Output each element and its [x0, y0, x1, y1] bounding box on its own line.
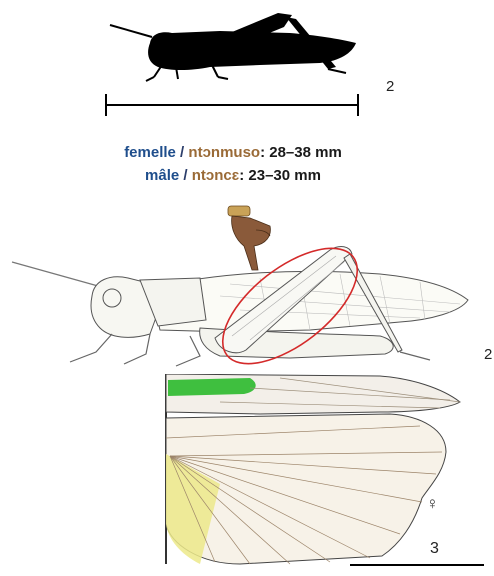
female-size-value: : 28–38 mm: [260, 144, 342, 161]
male-label-bm: ntɔncɛ: [192, 167, 239, 184]
male-size-value: : 23–30 mm: [239, 167, 321, 184]
figure-label: 2: [386, 78, 394, 95]
female-label-bm: ntɔnmuso: [188, 144, 260, 161]
pointing-hand-icon: [228, 206, 270, 270]
female-size-line: femelle / ntɔnmuso: 28–38 mm: [33, 144, 433, 161]
grasshopper-drawing: [0, 200, 494, 372]
separator: /: [179, 167, 192, 184]
wing-photo: [160, 374, 470, 574]
figure-label: 3: [430, 540, 439, 558]
male-label-fr: mâle: [145, 167, 179, 184]
male-size-line: mâle / ntɔncɛ: 23–30 mm: [33, 167, 433, 184]
female-symbol: ♀: [426, 494, 439, 514]
scale-bar: [100, 90, 364, 120]
female-label-fr: femelle: [124, 144, 176, 161]
separator: /: [176, 144, 189, 161]
grasshopper-silhouette: [100, 5, 370, 83]
figure-label: 2: [484, 346, 492, 363]
scale-bar: [350, 562, 484, 568]
